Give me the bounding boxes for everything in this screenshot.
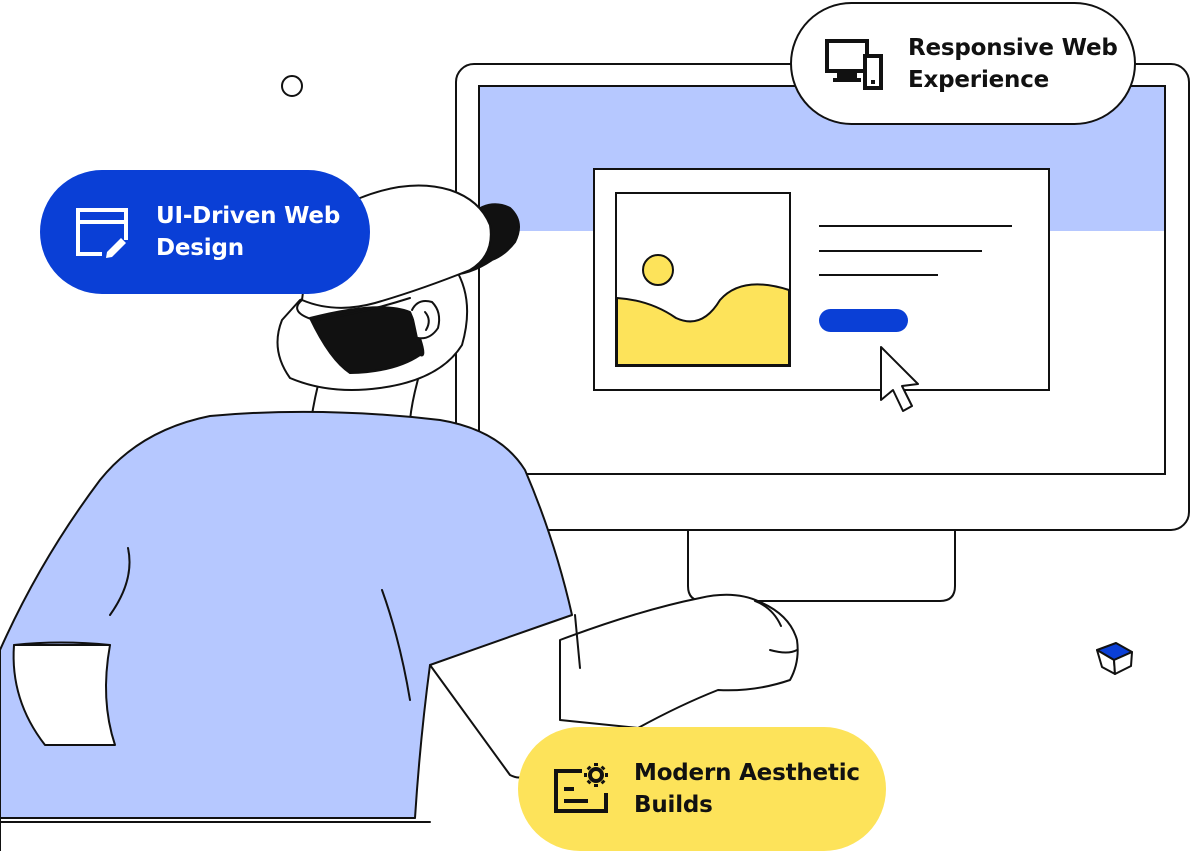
ui-driven-design-badge: UI-Driven Web Design xyxy=(40,170,370,294)
decorative-cube-icon xyxy=(1096,642,1133,675)
window-edit-icon xyxy=(76,208,132,258)
modern-aesthetic-badge: Modern Aesthetic Builds xyxy=(518,727,886,851)
image-hills xyxy=(616,283,790,366)
responsive-web-badge: Responsive Web Experience xyxy=(790,2,1136,125)
arm xyxy=(559,593,799,729)
monitor-stand xyxy=(687,527,956,602)
front-arm xyxy=(12,644,116,746)
card-button xyxy=(819,309,908,332)
badge-label: UI-Driven Web Design xyxy=(156,203,341,261)
window-gear-icon xyxy=(554,763,608,813)
badge-label: Responsive Web Experience xyxy=(908,34,1118,93)
ear xyxy=(411,300,441,340)
decorative-circle xyxy=(281,75,303,97)
image-sun xyxy=(642,254,674,286)
person xyxy=(0,184,799,851)
responsive-devices-icon xyxy=(825,38,883,90)
cursor-icon xyxy=(880,346,919,412)
badge-label: Modern Aesthetic Builds xyxy=(634,760,860,818)
shirt xyxy=(0,410,573,851)
